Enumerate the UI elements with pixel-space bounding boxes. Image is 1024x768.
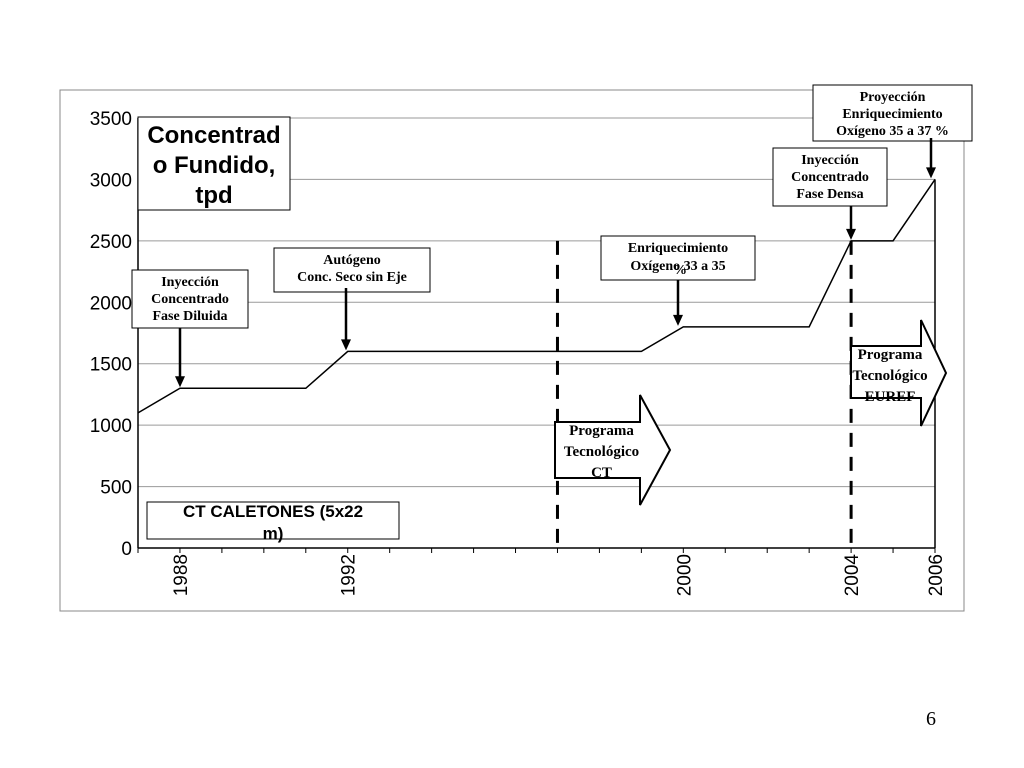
annotation-label: Proyección [860,90,926,105]
arrow-down-icon [673,314,683,326]
x-tick-label: 1992 [339,554,360,596]
annotation-box [273,247,431,293]
annotation-label: Fase Densa [796,187,863,202]
annotation-label: Autógeno [323,253,381,268]
y-tick-label: 2000 [90,293,132,314]
block-arrow-icon [850,319,948,427]
chart-title: Concentrad o Fundido, tpd [137,116,291,211]
y-tick-label: 0 [121,539,132,560]
y-tick-label: 2500 [90,232,132,253]
annotation-label: % [673,263,687,278]
annotation-label: Concentrado [791,170,869,185]
axis-layer: 0 500 1000 1500 2000 2500 3000 3500 1988 1992 2000… [90,109,947,596]
x-tick-label: 1988 [171,554,192,596]
chart-title-line-2: o Fundido, [153,152,276,179]
x-tick-label: 2000 [674,554,695,596]
arrow-down-icon [341,339,351,351]
annotation-label: Oxígeno 35 a 37 % [836,124,949,139]
programa-ct-label: CT [591,465,612,481]
programa-ct-label: Programa [569,423,634,439]
program-layer: ProgramaTecnológicoCTProgramaTecnológico… [554,319,948,506]
y-tick-label: 500 [100,478,132,499]
chart-subtitle-line-1: CT CALETONES (5x22 [183,502,363,521]
annotation-label: Fase Diluida [152,309,227,324]
chart-title-line-1: Concentrad [147,122,280,149]
y-tick-label: 1000 [90,416,132,437]
annotation-box [600,235,756,281]
block-arrow-icon [554,394,672,506]
y-tick-label: 3500 [90,109,132,130]
annotation-box [131,269,249,329]
annotation-label: Enriquecimiento [628,241,728,256]
series-line [137,179,936,414]
arrow-down-icon [846,228,856,240]
annotation-label: Concentrado [151,292,229,307]
x-tick-label: 2004 [842,554,863,597]
programa-ct-label: Tecnológico [564,444,639,460]
programa-euref-label: EUREF [865,389,916,405]
annotation-box [812,84,973,142]
arrow-down-icon [175,376,185,388]
chart-subtitle-box [146,501,400,540]
chart-title-box [137,116,291,211]
chart-subtitle-line-2: m) [263,524,284,543]
y-tick-label: 1500 [90,355,132,376]
arrow-down-icon [926,167,936,179]
programa-euref-label: Tecnológico [852,368,927,384]
annotation-label: Enriquecimiento [842,107,942,122]
page-number: 6 [926,708,936,730]
annotation-label: Inyección [801,153,859,168]
chart-title-line-3: tpd [195,182,232,209]
annotation-box [772,147,888,207]
annotation-label: Conc. Seco sin Eje [297,270,407,285]
programa-euref-label: Programa [858,347,923,363]
y-tick-label: 3000 [90,170,132,191]
annotation-label: Oxígeno 33 a 35 [630,259,725,274]
chart-subtitle: CT CALETONES (5x22 m) [146,501,400,543]
annotation-label: Inyección [161,275,219,290]
x-tick-label: 2006 [926,554,947,596]
